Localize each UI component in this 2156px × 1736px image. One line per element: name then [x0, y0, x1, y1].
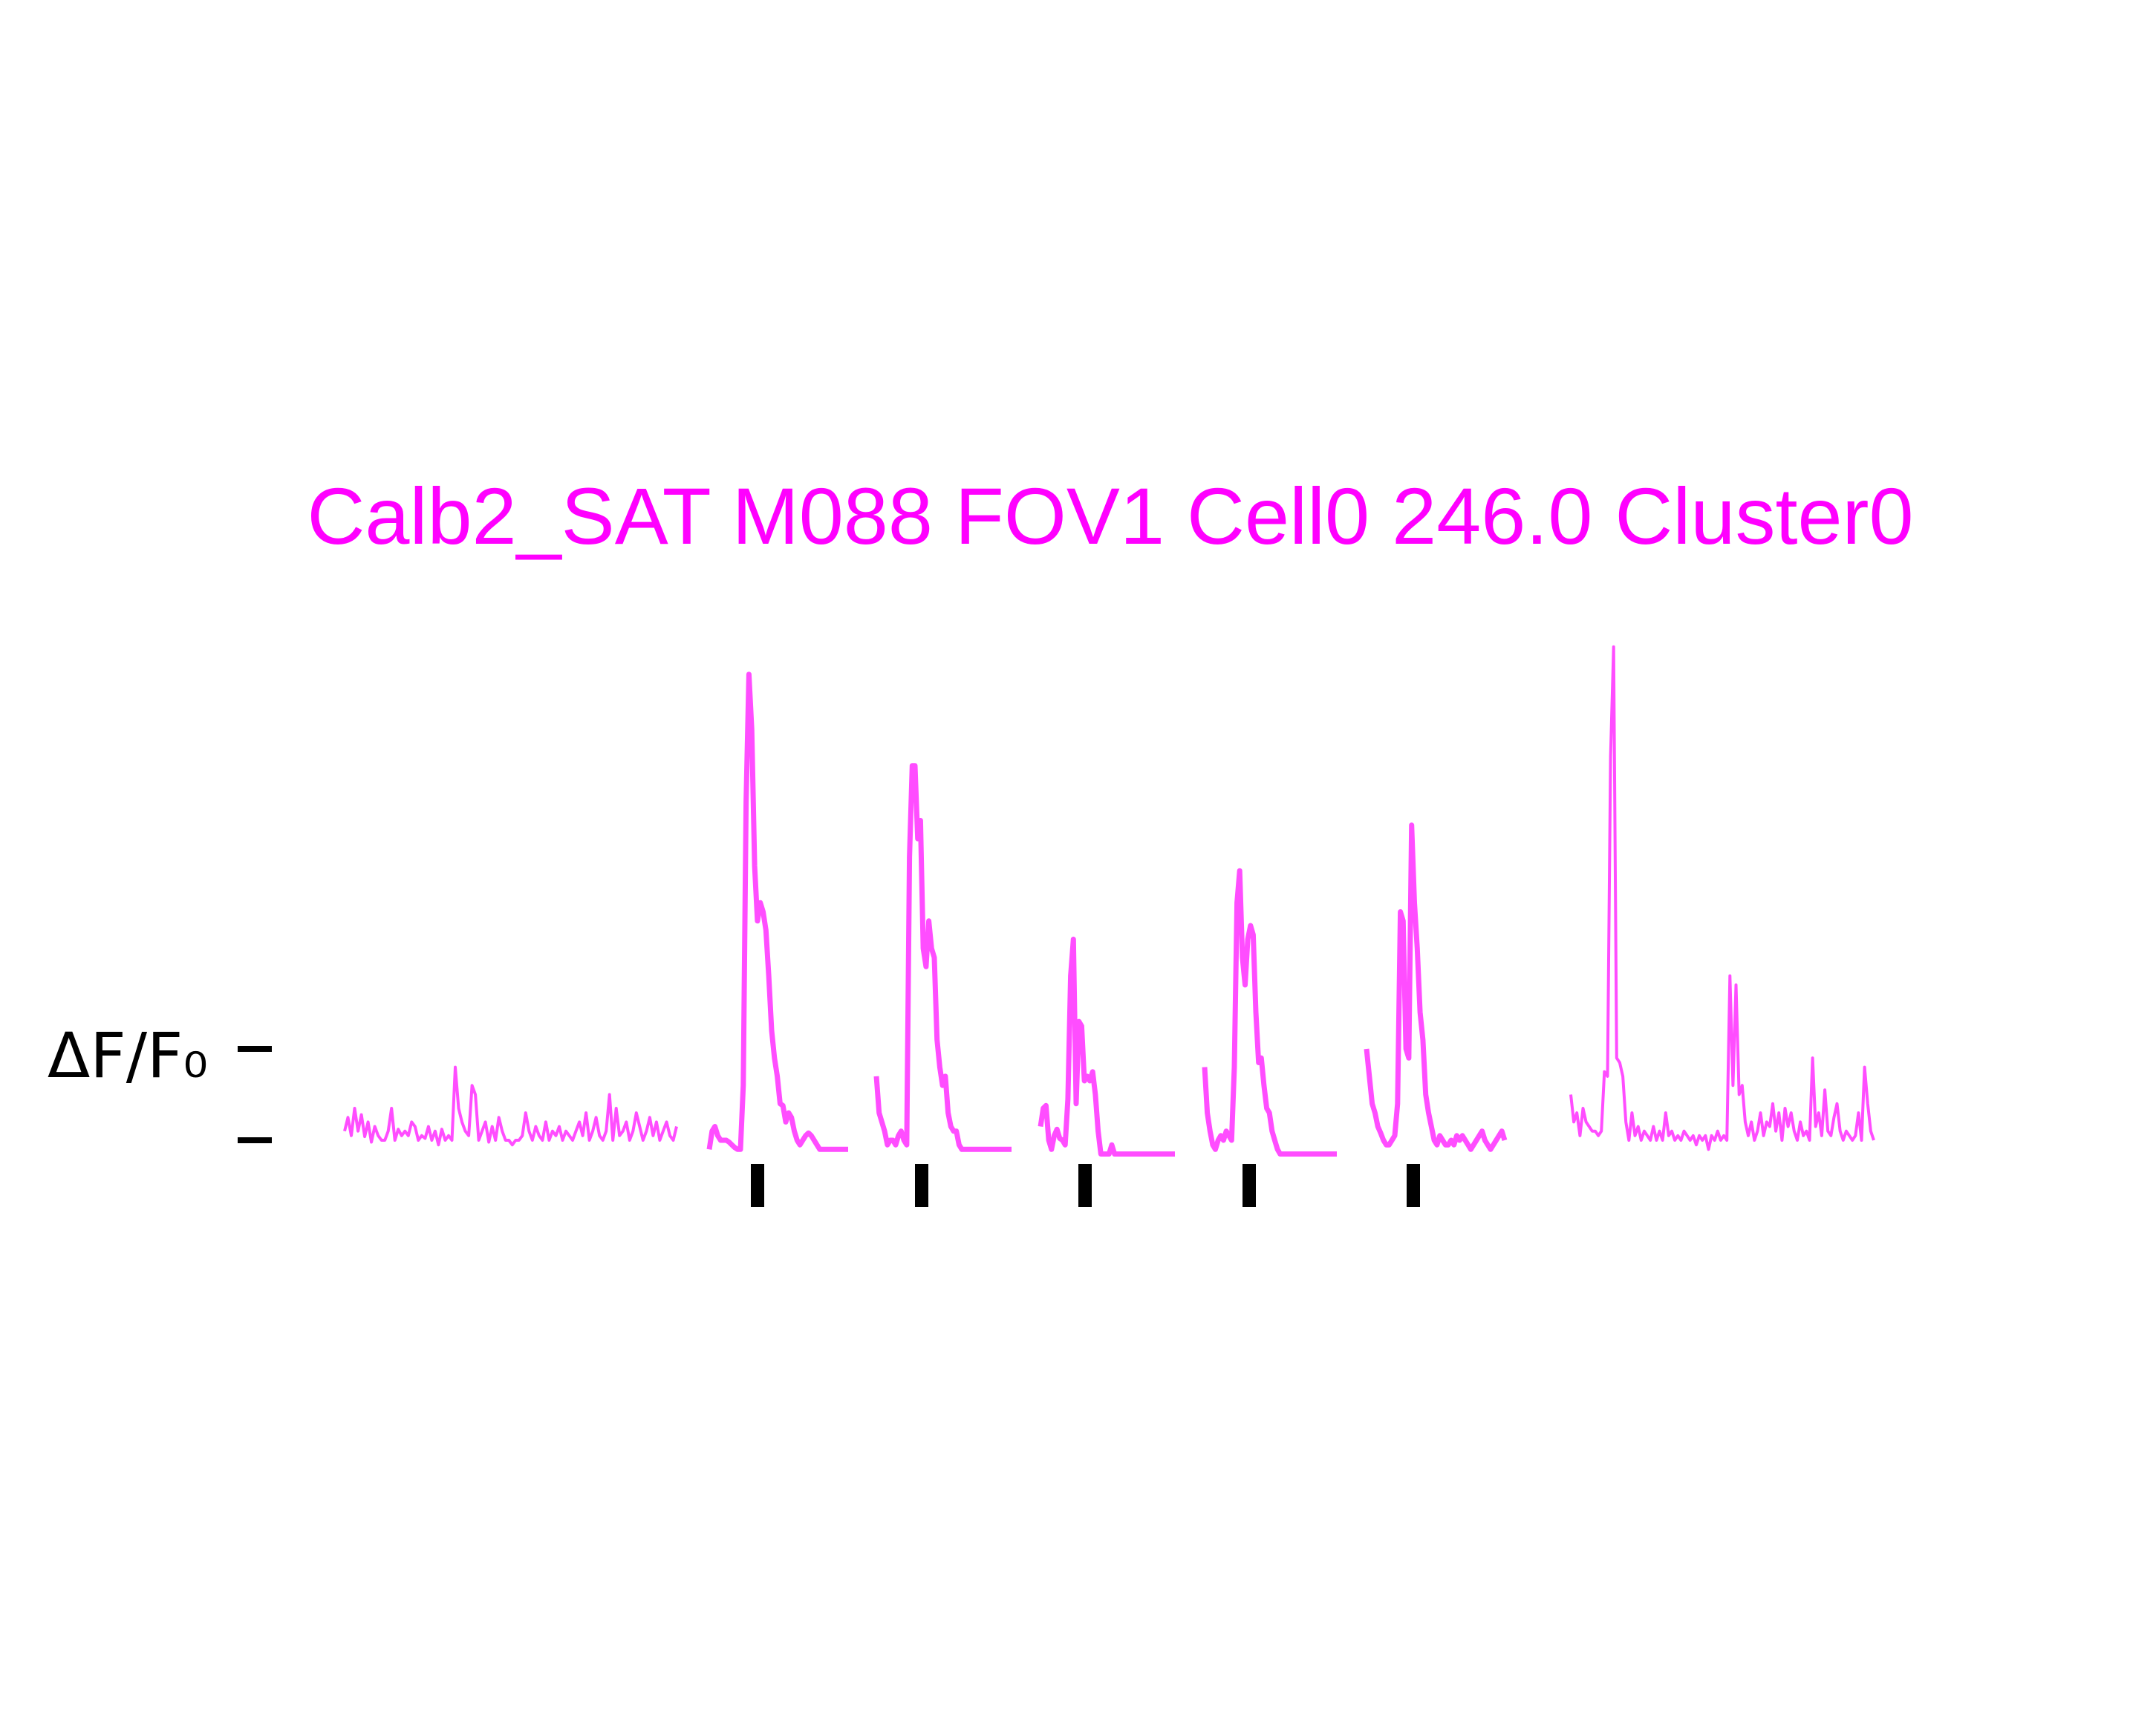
stim-marker-4 — [1243, 1164, 1256, 1207]
trace-pre — [343, 1065, 678, 1147]
chart-title: Calb2_SAT M088 FOV1 Cell0 246.0 Cluster0 — [307, 471, 1913, 561]
trace-stim2 — [873, 763, 1012, 1152]
trace-post — [1569, 645, 1875, 1151]
stim-marker-5 — [1407, 1164, 1420, 1207]
stim-marker-1 — [751, 1164, 764, 1207]
trace-stim1 — [706, 672, 848, 1152]
trace-group — [343, 645, 1875, 1157]
trace-stim3 — [1038, 936, 1175, 1157]
stim-marker-2 — [915, 1164, 928, 1207]
stim-marker-3 — [1078, 1164, 1092, 1207]
stim-marker-group — [751, 1164, 1420, 1207]
trace-stim5 — [1364, 822, 1508, 1152]
scale-bar: ΔF/F₀ — [48, 1019, 272, 1143]
trace-stim4 — [1202, 868, 1337, 1157]
y-axis-label: ΔF/F₀ — [48, 1019, 208, 1092]
